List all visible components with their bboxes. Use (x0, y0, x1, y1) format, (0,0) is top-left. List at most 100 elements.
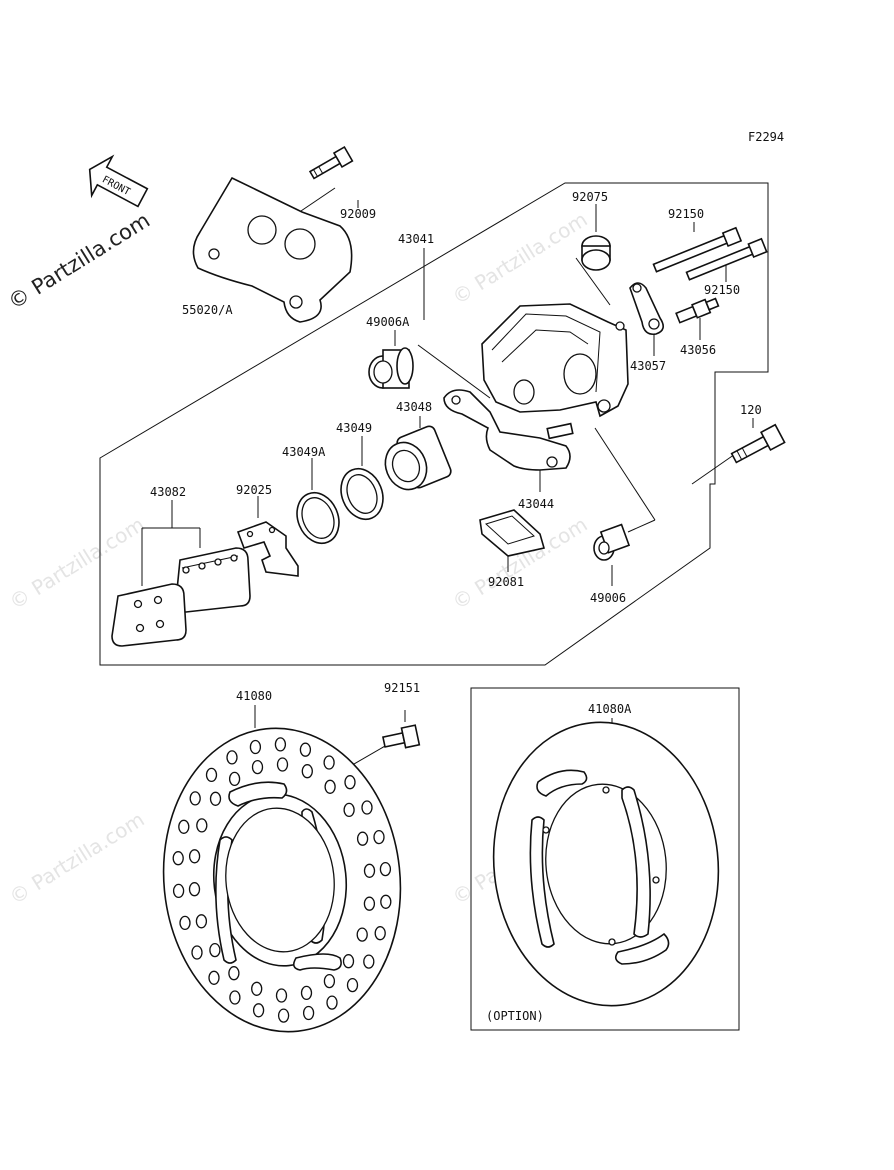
disc-drill-hole (361, 800, 373, 815)
disc-drill-hole (172, 851, 184, 866)
piston-43048-icon (384, 425, 452, 491)
spring-92025-icon (236, 521, 299, 577)
part-number[interactable]: 41080 (236, 689, 272, 703)
disc-drill-hole (344, 775, 356, 790)
boot-92075-icon (581, 235, 611, 271)
part-number[interactable]: 92081 (488, 575, 524, 589)
part-labels: 92009 55020/A 43041 92075 92150 92150 43… (150, 190, 762, 716)
bolt-92151-icon (382, 724, 421, 749)
disc-drill-hole (302, 1005, 315, 1021)
clip-92081-icon (479, 509, 546, 557)
caliper-bracket-55020a-icon (192, 176, 353, 323)
brake-pad-43082-icon (111, 583, 187, 647)
part-number[interactable]: 92075 (572, 190, 608, 204)
option-label: (OPTION) (486, 1009, 544, 1023)
seal-49006a-icon (368, 347, 414, 389)
disc-drill-hole (301, 764, 313, 779)
disc-drill-hole (275, 988, 288, 1003)
disc-drill-hole (276, 757, 289, 772)
part-number[interactable]: 49006A (366, 315, 410, 329)
caliper-assembly-frame (99, 182, 769, 666)
bolt-92009-icon (308, 145, 354, 180)
part-number[interactable]: 43049 (336, 421, 372, 435)
disc-drill-hole (323, 973, 336, 989)
lever-43057-icon (629, 282, 664, 336)
disc-drill-hole (196, 818, 208, 833)
disc-drill-hole (251, 981, 263, 996)
disc-drill-hole (326, 995, 338, 1010)
disc-drill-hole (324, 779, 336, 794)
bolt-120-icon (730, 423, 786, 464)
option-frame (470, 687, 740, 1031)
part-number[interactable]: 55020/A (182, 303, 233, 317)
part-number[interactable]: 43041 (398, 232, 434, 246)
watermark: © Partzilla.com (448, 207, 592, 309)
disc-drill-hole (205, 767, 218, 783)
part-number[interactable]: 43057 (630, 359, 666, 373)
disc-drill-hole (363, 954, 375, 969)
disc-drill-hole (209, 942, 221, 958)
disc-drill-hole (356, 927, 368, 942)
disc-drill-hole (373, 829, 385, 845)
disc-drill-hole (299, 742, 312, 757)
disc-drill-hole (229, 990, 241, 1005)
disc-drill-hole (374, 926, 386, 941)
disc-drill-hole (379, 861, 392, 877)
disc-drill-hole (249, 739, 262, 755)
disc-drill-hole (179, 915, 191, 931)
part-number[interactable]: 43044 (518, 497, 554, 511)
seal-43049a-icon (296, 491, 340, 545)
disc-drill-hole (208, 970, 220, 985)
disc-drill-hole (356, 831, 369, 846)
part-number[interactable]: 92151 (384, 681, 420, 695)
disc-drill-hole (277, 1008, 290, 1023)
disc-drill-hole (363, 896, 376, 911)
caliper-body-43041-icon (481, 303, 629, 418)
disc-drill-hole (195, 914, 208, 929)
disc-drill-hole (189, 791, 201, 806)
disc-drill-hole (178, 819, 190, 834)
disc-drill-hole (228, 771, 241, 787)
disc-drill-hole (228, 966, 240, 981)
brake-disc-41080a-icon (492, 721, 720, 1007)
disc-drill-hole (251, 759, 264, 775)
part-number[interactable]: 92150 (668, 207, 704, 221)
cap-49006-icon (593, 523, 631, 561)
part-number[interactable]: 43049A (282, 445, 326, 459)
disc-drill-hole (191, 945, 203, 960)
disc-drill-hole (343, 802, 355, 818)
disc-drill-hole (346, 977, 359, 993)
disc-drill-hole (380, 894, 392, 909)
seal-43049-icon (340, 467, 384, 521)
disc-drill-hole (342, 954, 355, 969)
part-number[interactable]: 41080A (588, 702, 632, 716)
partzilla-watermark: © Partzilla.com (4, 208, 154, 314)
part-number[interactable]: 92150 (704, 283, 740, 297)
disc-drill-hole (209, 791, 222, 806)
holder-43044-icon (443, 389, 574, 471)
pin-92150-icon (685, 237, 768, 281)
part-number[interactable]: 120 (740, 403, 762, 417)
part-number[interactable]: 92025 (236, 483, 272, 497)
brake-disc-41080-icon (162, 727, 402, 1033)
disc-drill-hole (172, 883, 185, 899)
watermark: © Partzilla.com (5, 807, 149, 909)
part-number[interactable]: 43082 (150, 485, 186, 499)
disc-drill-hole (188, 849, 201, 864)
pin-92150-icon (652, 226, 743, 273)
disc-drill-hole (363, 863, 376, 878)
brake-pad-43082-icon (175, 547, 251, 613)
disc-drill-hole (252, 1003, 265, 1018)
front-arrow-icon: FRONT (88, 154, 149, 208)
bleeder-43056-icon (675, 297, 720, 324)
disc-drill-hole (188, 882, 201, 897)
disc-drill-hole (300, 985, 313, 1001)
disc-drill-hole (226, 750, 238, 765)
part-number[interactable]: 43056 (680, 343, 716, 357)
part-number[interactable]: 92009 (340, 207, 376, 221)
disc-drill-hole (323, 755, 335, 770)
disc-drill-hole (274, 737, 287, 752)
part-number[interactable]: 43048 (396, 400, 432, 414)
part-number[interactable]: 49006 (590, 591, 626, 605)
